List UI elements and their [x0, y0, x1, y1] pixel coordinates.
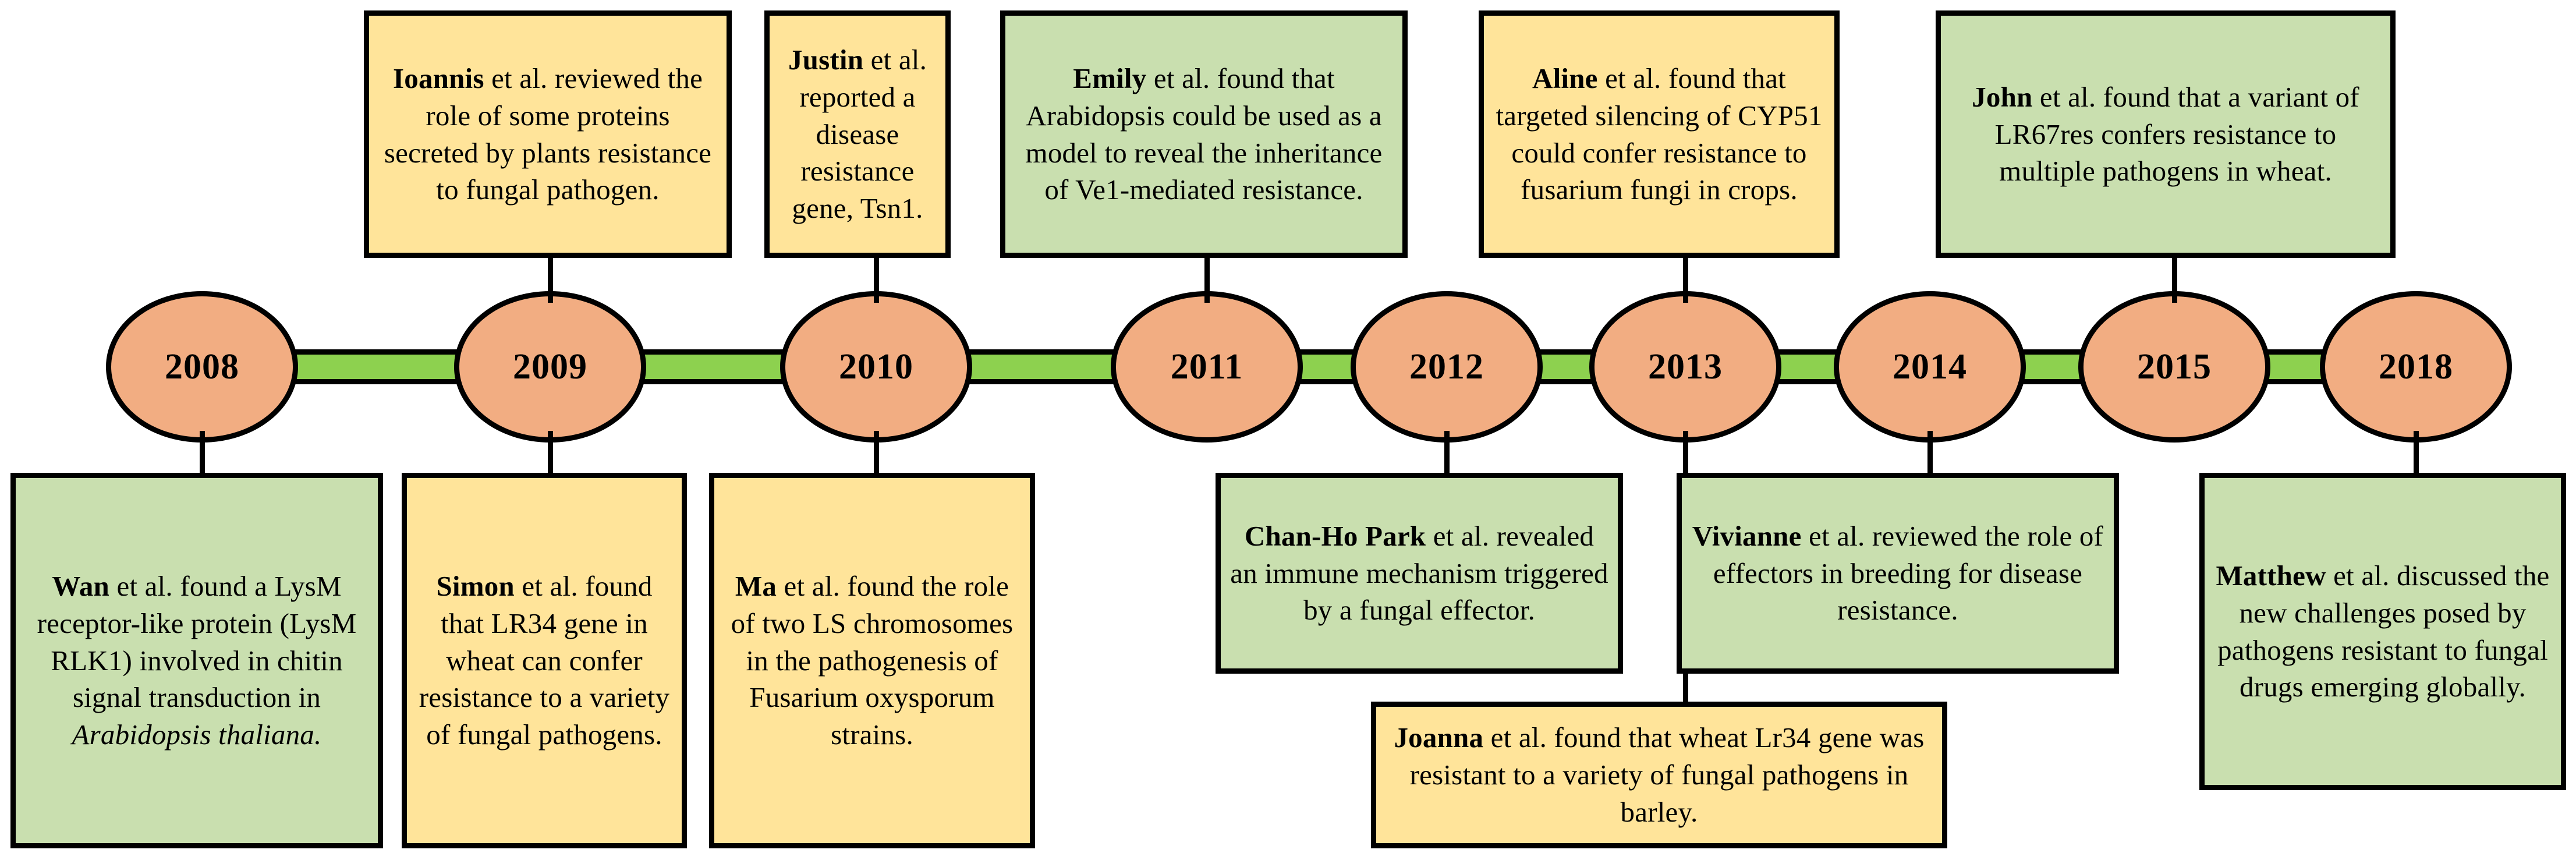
note-text: Aline et al. found that targeted silenci… [1492, 60, 1826, 208]
note-author: Matthew [2216, 560, 2326, 592]
connector-stem-simon [548, 431, 553, 477]
note-card-aline[interactable]: Aline et al. found that targeted silenci… [1479, 10, 1840, 258]
note-text: Joanna et al. found that wheat Lr34 gene… [1384, 719, 1934, 830]
note-card-ma[interactable]: Ma et al. found the role of two LS chrom… [709, 473, 1035, 848]
note-text: Matthew et al. discussed the new challen… [2213, 557, 2553, 706]
note-author: Ioannis [392, 62, 484, 95]
note-body: et al. found that Arabidopsis could be u… [1025, 62, 1383, 206]
year-label: 2018 [2379, 346, 2453, 387]
note-author: Aline [1532, 62, 1598, 95]
timeline-node-2015[interactable]: 2015 [2078, 291, 2270, 443]
note-text: Ma et al. found the role of two LS chrom… [722, 568, 1022, 753]
note-body: et al. reported a disease resistance gen… [792, 44, 927, 225]
timeline-node-2012[interactable]: 2012 [1351, 291, 1543, 443]
note-body: et al. revealed an immune mechanism trig… [1230, 519, 1608, 627]
connector-stem-ioannis [548, 256, 553, 303]
note-author: Joanna [1394, 721, 1484, 754]
note-card-matthew[interactable]: Matthew et al. discussed the new challen… [2199, 473, 2566, 790]
note-author: Emily [1073, 62, 1147, 95]
note-author: John [1972, 80, 2033, 113]
note-body: et al. found that LR34 gene in wheat can… [419, 570, 670, 751]
year-label: 2008 [165, 346, 239, 387]
note-card-john[interactable]: John et al. found that a variant of LR67… [1936, 10, 2396, 258]
connector-stem-chanho [1444, 431, 1450, 477]
timeline-node-2014[interactable]: 2014 [1834, 291, 2026, 443]
note-card-simon[interactable]: Simon et al. found that LR34 gene in whe… [402, 473, 687, 848]
connector-stem-ma [874, 431, 879, 477]
note-card-joanna[interactable]: Joanna et al. found that wheat Lr34 gene… [1371, 702, 1947, 848]
note-author: Chan-Ho Park [1244, 519, 1426, 552]
note-body: et al. reviewed the role of effectors in… [1713, 519, 2104, 627]
note-text: Ioannis et al. reviewed the role of some… [377, 60, 718, 208]
note-author: Wan [52, 570, 109, 603]
note-card-emily[interactable]: Emily et al. found that Arabidopsis coul… [1000, 10, 1408, 258]
note-card-justin[interactable]: Justin et al. reported a disease resista… [764, 10, 951, 258]
note-body: et al. found a LysM receptor-like protei… [37, 570, 357, 714]
year-label: 2010 [839, 346, 913, 387]
note-text: Vivianne et al. reviewed the role of eff… [1690, 518, 2106, 629]
note-body: et al. reviewed the role of some protein… [384, 62, 712, 206]
timeline-node-2010[interactable]: 2010 [780, 291, 972, 443]
connector-stem-aline [1683, 256, 1688, 303]
note-text: Justin et al. reported a disease resista… [778, 41, 937, 226]
note-text: John et al. found that a variant of LR67… [1949, 79, 2382, 190]
timeline-node-2008[interactable]: 2008 [106, 291, 298, 443]
year-label: 2013 [1648, 346, 1723, 387]
note-card-ioannis[interactable]: Ioannis et al. reviewed the role of some… [364, 10, 732, 258]
year-label: 2015 [2137, 346, 2212, 387]
connector-stem-emily [1204, 256, 1210, 303]
note-body: et al. found the role of two LS chromoso… [731, 570, 1014, 751]
note-text: Simon et al. found that LR34 gene in whe… [415, 568, 674, 753]
note-body: et al. discussed the new challenges pose… [2217, 560, 2550, 703]
note-author: Vivianne [1692, 519, 1802, 552]
timeline-node-2013[interactable]: 2013 [1589, 291, 1781, 443]
connector-stem-john [2172, 256, 2177, 303]
note-card-chanho[interactable]: Chan-Ho Park et al. revealed an immune m… [1216, 473, 1623, 674]
year-label: 2014 [1893, 346, 1967, 387]
note-author: Simon [436, 570, 515, 603]
note-card-wan[interactable]: Wan et al. found a LysM receptor-like pr… [10, 473, 383, 848]
note-card-vivianne[interactable]: Vivianne et al. reviewed the role of eff… [1677, 473, 2119, 674]
note-author: Ma [735, 570, 777, 603]
note-text: Chan-Ho Park et al. revealed an immune m… [1229, 518, 1610, 629]
connector-stem-matthew [2414, 431, 2419, 477]
note-text: Emily et al. found that Arabidopsis coul… [1014, 60, 1394, 208]
timeline-node-2009[interactable]: 2009 [454, 291, 646, 443]
year-label: 2012 [1409, 346, 1484, 387]
note-body: et al. found that targeted silencing of … [1496, 62, 1823, 206]
note-body: et al. found that a variant of LR67res c… [1994, 80, 2359, 187]
connector-stem-justin [874, 256, 879, 303]
note-body: et al. found that wheat Lr34 gene was re… [1409, 721, 1925, 828]
note-species-italic: Arabidopsis thaliana. [72, 718, 322, 751]
year-label: 2009 [513, 346, 587, 387]
note-text: Wan et al. found a LysM receptor-like pr… [24, 568, 370, 753]
note-author: Justin [788, 44, 864, 76]
connector-stem-wan [200, 431, 205, 477]
year-label: 2011 [1170, 346, 1243, 387]
timeline-node-2011[interactable]: 2011 [1111, 291, 1303, 443]
timeline-node-2018[interactable]: 2018 [2320, 291, 2512, 443]
connector-stem-vivianne [1927, 431, 1933, 477]
